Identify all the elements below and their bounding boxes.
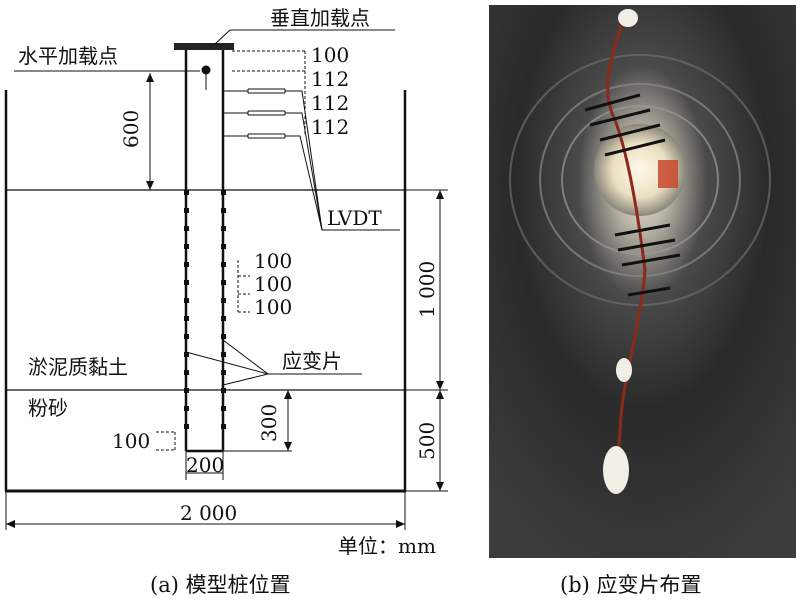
vertical-load-label: 垂直加载点	[270, 6, 370, 30]
far-end-red-object	[658, 160, 678, 188]
lvdt-spacing-1: 100	[311, 43, 349, 67]
strain-gauge-marker	[221, 190, 226, 195]
depth-dimension-right	[405, 189, 448, 492]
strain-gauge-marker	[184, 316, 189, 321]
gauge-spacing-1: 100	[254, 249, 292, 273]
strain-gauge-marker	[184, 262, 189, 267]
horizontal-load-point-marker	[201, 65, 211, 75]
top-height-dimension	[146, 73, 154, 190]
strain-gauge-markers	[184, 190, 226, 429]
top-height-label: 600	[119, 110, 143, 148]
pile-cap-plate	[174, 43, 234, 50]
vertical-load-leader	[214, 29, 231, 45]
bottom-gauge-dimension	[156, 431, 176, 451]
strain-gauge-marker	[221, 388, 226, 393]
gauge-depth-label: 300	[257, 404, 281, 442]
strain-gauge-marker	[221, 424, 226, 429]
clay-depth-label: 1 000	[415, 261, 439, 318]
strain-gauge-marker	[184, 190, 189, 195]
strain-gauge-marker	[221, 226, 226, 231]
strain-gauge-marker	[221, 298, 226, 303]
gauge-spacing-3: 100	[254, 295, 292, 319]
silt-clay-label: 淤泥质黏土	[28, 355, 128, 379]
panel-a-caption: (a) 模型桩位置	[150, 573, 291, 597]
pile-diameter-dimension	[185, 451, 224, 480]
gauge-spacing-2: 100	[254, 272, 292, 296]
strain-gauge-marker	[184, 406, 189, 411]
lvdt-spacing-2: 112	[311, 67, 349, 91]
strain-gauge-marker	[184, 280, 189, 285]
strain-gauge-marker	[221, 244, 226, 249]
putty-blobs	[603, 9, 638, 494]
gauge-depth-dimension	[223, 390, 292, 452]
panel-a-model-pile	[4, 29, 448, 530]
strain-gauge-marker	[221, 370, 226, 375]
panel-b-caption: (b) 应变片布置	[560, 573, 702, 597]
horizontal-load-label: 水平加载点	[18, 44, 118, 68]
strain-gauge-marker	[184, 244, 189, 249]
strain-gauge-marker	[221, 316, 226, 321]
strain-gauge-marker	[221, 280, 226, 285]
strain-gauge-marker	[184, 352, 189, 357]
strain-gauge-marker	[184, 388, 189, 393]
strain-gauge-marker	[221, 406, 226, 411]
unit-label: 单位：mm	[338, 534, 436, 558]
strain-gauge-leaders	[185, 339, 362, 386]
strain-gauge-marker	[184, 334, 189, 339]
tube-far-opening	[594, 124, 686, 216]
strain-gauge-marker	[221, 262, 226, 267]
strain-gauge-marker	[184, 226, 189, 231]
strain-gauge-marker	[184, 208, 189, 213]
box-width-label: 2 000	[180, 501, 237, 525]
panel-b-strain-gauge-photo: (b) 应变片布置	[489, 5, 796, 597]
strain-gauge-marker	[184, 424, 189, 429]
model-pile	[174, 43, 234, 453]
pile-diameter-label: 200	[186, 453, 224, 477]
strain-gauge-marker	[221, 208, 226, 213]
strain-gauge-marker	[221, 352, 226, 357]
box-width-dimension	[5, 491, 406, 530]
gauge-spacing-dimension	[237, 260, 250, 313]
strain-gauge-marker	[221, 334, 226, 339]
strain-gauge-marker	[184, 370, 189, 375]
bottom-gauge-label: 100	[112, 429, 150, 453]
silty-sand-label: 粉砂	[28, 396, 68, 420]
lvdt-sensors	[223, 88, 400, 231]
gauge-wire	[606, 14, 647, 481]
lvdt-spacing-dimension	[232, 50, 306, 136]
sand-depth-label: 500	[415, 422, 439, 460]
strain-gauge-marker	[184, 298, 189, 303]
tape-strips	[584, 93, 681, 297]
lvdt-label: LVDT	[327, 206, 382, 230]
lvdt-spacing-4: 112	[311, 115, 349, 139]
panel-a-text: 垂直加载点 水平加载点 100 112 112 112 LVDT 100 100…	[18, 6, 439, 597]
soil-box	[4, 90, 407, 493]
strain-gauge-label: 应变片	[282, 349, 342, 373]
lvdt-spacing-3: 112	[311, 91, 349, 115]
